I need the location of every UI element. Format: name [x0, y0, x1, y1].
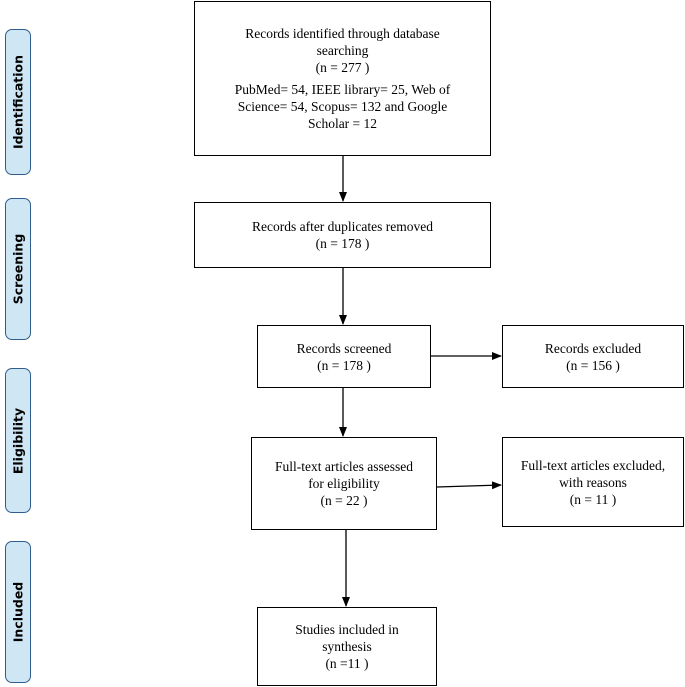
phase-identification: Identification [5, 29, 31, 175]
box-records-excluded: Records excluded (n = 156 ) [502, 325, 684, 388]
excluded-line2: (n = 156 ) [566, 357, 620, 373]
duplicates-line1: Records after duplicates removed [251, 219, 434, 234]
box-duplicates-removed: Records after duplicates removed (n = 17… [194, 202, 491, 268]
box-records-identified: Records identified through database sear… [194, 1, 491, 156]
identified-detail2: Science= 54, Scopus= 132 and Google [237, 99, 448, 114]
screened-line1: Records screened [296, 340, 392, 356]
included-line2: synthesis [322, 639, 372, 654]
identified-line3: (n = 277 ) [315, 60, 370, 75]
identified-line1: Records identified through database [245, 26, 440, 41]
included-line1: Studies included in [295, 622, 399, 637]
assessed-line1: Full-text articles assessed [275, 459, 413, 474]
box-fulltext-assessed: Full-text articles assessed for eligibil… [251, 437, 437, 530]
arrow-fulltext-to-excluded [436, 481, 502, 490]
box-fulltext-excluded: Full-text articles excluded, with reason… [502, 437, 684, 527]
box-studies-included: Studies included in synthesis (n =11 ) [257, 607, 437, 686]
duplicates-line2: (n = 178 ) [315, 236, 370, 251]
identified-detail1: PubMed= 54, IEEE library= 25, Web of [234, 82, 451, 97]
phase-screening: Screening [5, 198, 31, 340]
fulltext-excluded-line1: Full-text articles excluded, [520, 457, 666, 473]
phase-included: Included [5, 541, 31, 683]
assessed-line2: for eligibility [308, 476, 380, 491]
fulltext-excluded-line2: with reasons [559, 474, 627, 490]
assessed-line3: (n = 22 ) [320, 493, 368, 508]
box-records-screened: Records screened (n = 178 ) [257, 325, 431, 388]
phase-eligibility: Eligibility [5, 368, 31, 513]
fulltext-excluded-line3: (n = 11 ) [569, 491, 617, 507]
screened-line2: (n = 178 ) [317, 357, 371, 373]
included-line3: (n =11 ) [325, 656, 369, 671]
excluded-line1: Records excluded [544, 340, 642, 356]
identified-detail3: Scholar = 12 [307, 116, 378, 131]
identified-line2: searching [316, 43, 369, 58]
